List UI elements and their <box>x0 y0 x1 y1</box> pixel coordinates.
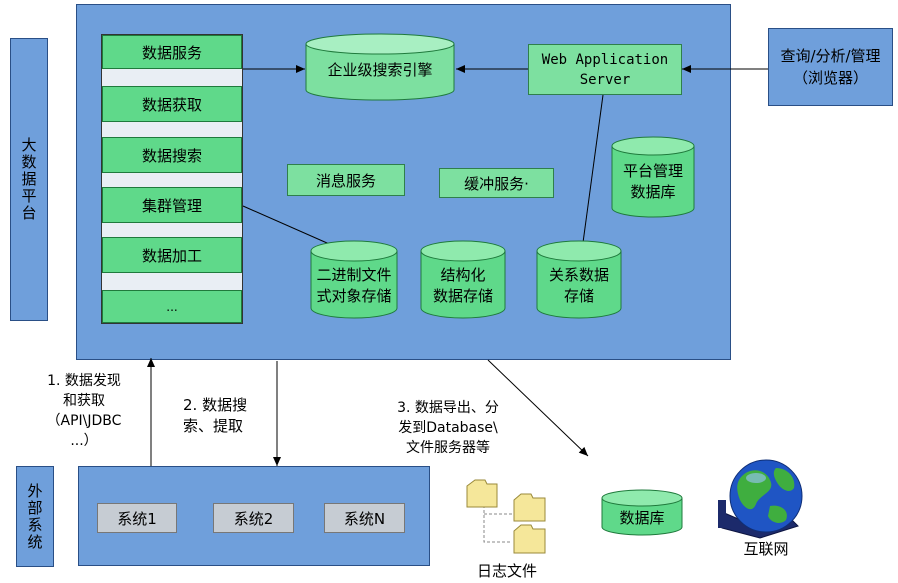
message-service-box[interactable]: 消息服务 <box>287 164 405 196</box>
system-1-box[interactable]: 系统1 <box>97 503 177 533</box>
flow-label-discover: 1. 数据发现 和获取 （API\JDBC ...） <box>46 373 122 449</box>
system-n-box[interactable]: 系统N <box>324 503 405 533</box>
log-files-label: 日志文件 <box>476 561 537 580</box>
internet-label: 互联网 <box>743 539 789 558</box>
big-data-platform-text: 大数据平台 <box>19 137 38 222</box>
relational-storage-label: 关系数据 存储 <box>548 266 609 305</box>
big-data-platform-label: 大数据平台 <box>10 38 48 321</box>
list-item-more[interactable]: ... <box>102 290 242 323</box>
list-item-data-search[interactable]: 数据搜索 <box>102 137 242 173</box>
list-item-data-process[interactable]: 数据加工 <box>102 237 242 273</box>
list-item-data-acquire[interactable]: 数据获取 <box>102 86 242 122</box>
search-engine-label: 企业级搜索引擎 <box>327 60 433 79</box>
platform-function-list: 数据服务 数据获取 数据搜索 集群管理 数据加工 ... <box>101 34 243 324</box>
folder-icon <box>513 493 546 522</box>
list-item-cluster-manage[interactable]: 集群管理 <box>102 187 242 223</box>
list-item-data-service[interactable]: 数据服务 <box>102 35 242 69</box>
cache-service-box[interactable]: 缓冲服务· <box>439 168 554 198</box>
flow-label-search: 2. 数据搜 索、提取 <box>183 396 248 435</box>
platform-db-label: 平台管理 数据库 <box>622 162 683 201</box>
binary-storage-label: 二进制文件 式对象存储 <box>316 266 392 305</box>
flow-label-export: 3. 数据导出、分 发到Database\ 文件服务器等 <box>397 400 499 456</box>
external-systems-text: 外部系统 <box>25 482 44 551</box>
browser-box[interactable]: 查询/分析/管理 （浏览器） <box>768 28 893 106</box>
database-label: 数据库 <box>619 508 665 527</box>
external-systems-label: 外部系统 <box>16 466 54 567</box>
system-2-box[interactable]: 系统2 <box>213 503 294 533</box>
folder-icon <box>466 479 498 508</box>
web-application-server[interactable]: Web Application Server <box>528 44 682 95</box>
structured-storage-label: 结构化 数据存储 <box>432 266 493 305</box>
folder-icon <box>513 524 546 554</box>
